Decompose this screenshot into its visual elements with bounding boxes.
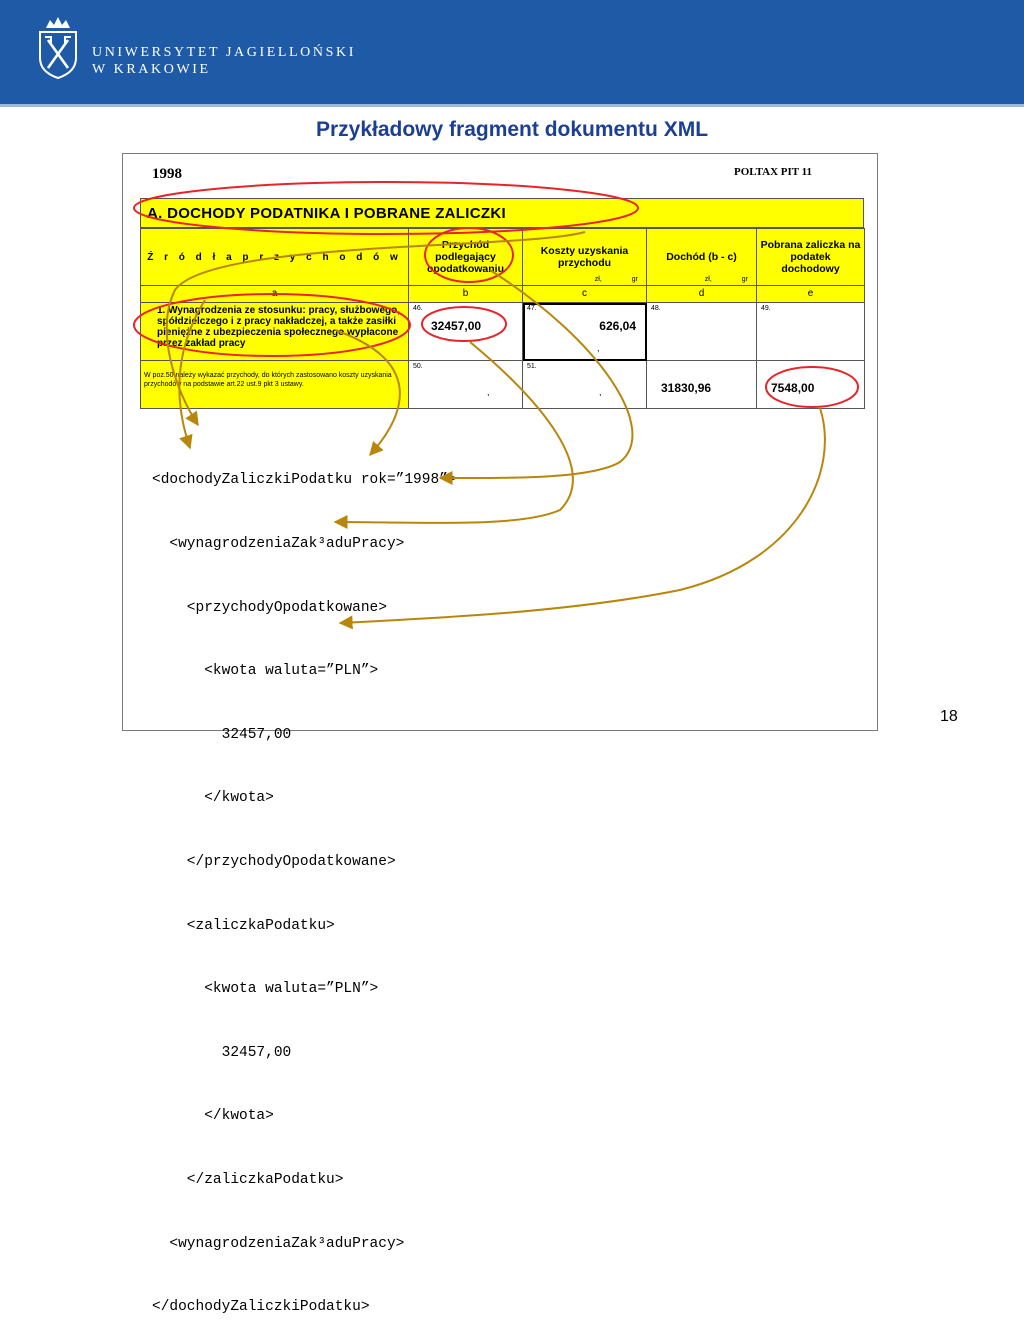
university-name: UNIWERSYTET JAGIELLOŃSKI W KRAKOWIE: [92, 44, 356, 78]
xml-line: </kwota>: [152, 790, 274, 807]
highlight-ellipse: [424, 227, 514, 283]
field-51: 51. ,: [522, 360, 647, 409]
xml-line: <kwota waluta=”PLN”>: [152, 981, 379, 998]
field-value: 32457,00: [431, 319, 482, 333]
highlight-ellipse: [765, 366, 859, 408]
header-banner: [0, 0, 1024, 104]
column-header-net-income: Dochód (b - c) zł,gr: [646, 228, 757, 286]
xml-line: <wynagrodzeniaZak³aduPracy>: [152, 1235, 405, 1252]
field-value: 31830,96: [661, 381, 712, 395]
xml-line: <przychodyOpodatkowane>: [152, 599, 387, 616]
field-48: 48.: [646, 302, 757, 361]
mapping-arrow: [333, 341, 574, 530]
form-year: 1998: [152, 166, 182, 182]
form-name: POLTAX PIT 11: [734, 166, 813, 178]
mapping-arrow: [165, 231, 586, 427]
units-label: zł,gr: [594, 276, 638, 283]
highlight-ellipse: [133, 293, 411, 357]
units-label: zł,gr: [704, 276, 748, 283]
university-name-line1: UNIWERSYTET JAGIELLOŃSKI: [92, 45, 356, 60]
table-row: 1. Wynagrodzenia ze stosunku: pracy, słu…: [140, 302, 865, 361]
slide-title: Przykładowy fragment dokumentu XML: [315, 118, 709, 141]
column-letter: b: [408, 285, 523, 303]
page-number: 18: [940, 708, 958, 725]
xml-line: </przychodyOpodatkowane>: [152, 853, 396, 870]
annotation-overlay: [133, 181, 859, 630]
column-letter: e: [756, 285, 865, 303]
table-header-row: Ź r ó d ł a p r z y c h o d ó w Przychód…: [140, 228, 865, 286]
tax-form-table: Ź r ó d ł a p r z y c h o d ó w Przychód…: [140, 228, 865, 409]
column-header-tax-advance: Pobrana zaliczka na podatek dochodowy: [756, 228, 865, 286]
form-section-title: A. DOCHODY PODATNIKA I POBRANE ZALICZKI: [147, 205, 506, 222]
university-crest-icon: [39, 17, 77, 80]
university-name-line2: W KRAKOWIE: [92, 62, 211, 77]
form-section-header: A. DOCHODY PODATNIKA I POBRANE ZALICZKI: [140, 198, 864, 228]
xml-line: </dochodyZaliczkiPodatku>: [152, 1299, 370, 1316]
xml-line: <wynagrodzeniaZak³aduPracy>: [152, 536, 405, 552]
field-value: 7548,00: [771, 381, 815, 395]
field-value: 626,04: [599, 319, 636, 333]
highlight-ellipse: [133, 181, 639, 235]
xml-line: </kwota>: [152, 1108, 274, 1125]
xml-line: 32457,00: [152, 1044, 292, 1061]
xml-line: <dochodyZaliczkiPodatku rok=”1998”>: [152, 472, 457, 489]
mapping-arrow: [338, 407, 826, 630]
mapping-arrow: [334, 329, 401, 457]
highlight-ellipse: [421, 306, 507, 342]
mapping-arrow: [438, 269, 634, 486]
field-net-income: 31830,96: [646, 360, 757, 409]
xml-line: <zaliczkaPodatku>: [152, 917, 335, 934]
mapping-arrow: [178, 299, 206, 450]
table-row: W poz.50 należy wykazać przychody, do kt…: [140, 360, 865, 409]
xml-line: 32457,00: [152, 726, 292, 743]
row-label-wages: 1. Wynagrodzenia ze stosunku: pracy, słu…: [140, 302, 409, 361]
xml-line: </zaliczkaPodatku>: [152, 1171, 344, 1188]
header-divider: [0, 104, 1024, 107]
xml-line: <kwota waluta=”PLN”>: [152, 663, 379, 680]
